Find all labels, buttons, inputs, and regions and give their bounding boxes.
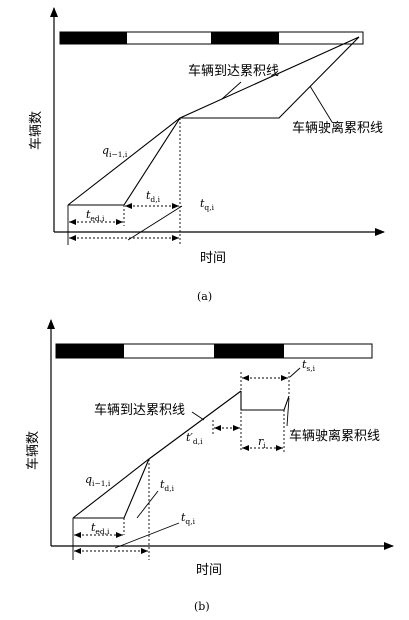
- departure-curve-a: [68, 36, 360, 206]
- ts-leader-b: [289, 367, 301, 378]
- red-phase-1: [56, 344, 124, 358]
- arrival-label-b: 车辆到达累积线: [94, 402, 185, 418]
- caption-b: (b): [194, 600, 210, 613]
- departure-curve-b-2: [240, 391, 290, 411]
- arrival-label-a: 车辆到达累积线: [188, 63, 279, 79]
- y-axis-label-b: 车辆数: [25, 431, 41, 470]
- tq-label-a: tq,i: [200, 197, 215, 212]
- red-phase-1: [60, 32, 127, 44]
- tq-leader-a: [127, 205, 183, 241]
- signal-bar-b: [55, 343, 373, 359]
- signal-bar-a: [59, 31, 364, 45]
- ted-label-b: ted,i: [91, 521, 110, 536]
- td-label-b: td,i: [160, 478, 175, 493]
- q-label-b: qi−1,i: [85, 473, 111, 488]
- red-phase-2: [214, 344, 284, 358]
- panel-b: 车辆数 时间 车辆到达累积线 车辆驶离累积线 qi−1,i ted,i td,i…: [25, 319, 394, 613]
- td-leader-b: [136, 490, 159, 519]
- ted-label-a: ted,i: [86, 208, 105, 223]
- departure-label-a: 车辆驶离累积线: [292, 120, 383, 136]
- y-axis-label-a: 车辆数: [28, 111, 44, 150]
- departure-leader-a: [309, 85, 333, 123]
- q-label-a: qi−1,i: [102, 144, 128, 159]
- departure-leader-b: [286, 397, 290, 427]
- red-phase-2: [211, 32, 279, 44]
- td-label-a: td,i: [146, 189, 161, 204]
- tq-leader-b: [114, 522, 180, 549]
- tq-label-b: tq,i: [181, 511, 196, 526]
- r-label-b: ri: [258, 435, 266, 450]
- arrival-leader-b: [191, 411, 205, 421]
- tdp-label-b: t′d,i: [186, 431, 203, 446]
- ts-label-b: ts,i: [302, 358, 316, 373]
- caption-a: (a): [197, 290, 212, 303]
- x-axis-label-b: 时间: [196, 563, 222, 578]
- arrival-leader-a: [221, 81, 242, 100]
- departure-label-b: 车辆驶离累积线: [289, 428, 380, 444]
- panel-a: 车辆数 时间 车辆到达累积线 车辆驶离累积线 qi−1,i ted,i td,i…: [28, 7, 385, 303]
- x-axis-label-a: 时间: [200, 251, 226, 266]
